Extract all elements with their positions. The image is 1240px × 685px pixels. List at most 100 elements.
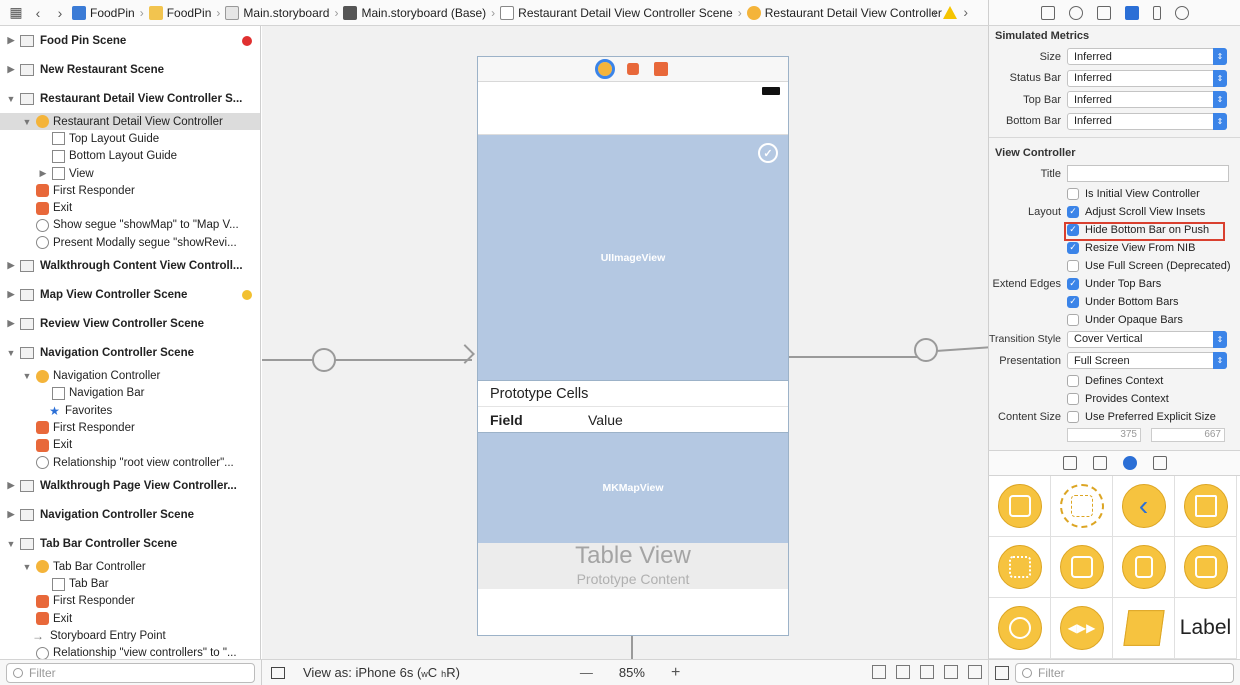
metric-select[interactable]: Inferred⇕ xyxy=(1067,112,1227,130)
disclosure-triangle-icon[interactable]: ▼ xyxy=(22,116,32,127)
pin-icon[interactable] xyxy=(944,665,958,679)
attributes-inspector-icon[interactable] xyxy=(1124,5,1139,20)
metric-select[interactable]: Inferred⇕ xyxy=(1067,91,1227,109)
relationship-segue-icon[interactable] xyxy=(312,348,336,372)
exit-icon[interactable] xyxy=(654,62,668,76)
map-view[interactable]: MKMapView xyxy=(478,433,788,543)
outline-scene-row[interactable]: ▶Food Pin Scene xyxy=(0,26,260,55)
view-controller-icon[interactable] xyxy=(595,59,615,79)
grid-icon[interactable]: ▦ xyxy=(9,4,23,20)
resize-nib-checkbox[interactable]: ✓ xyxy=(1067,241,1079,254)
outline-item-row[interactable]: ▶View xyxy=(0,165,260,182)
library-item-avkit-player[interactable]: ◀▶▶ xyxy=(1051,598,1113,659)
outline-item-row[interactable]: Exit xyxy=(0,437,260,454)
zoom-level[interactable]: 85% xyxy=(618,665,645,680)
disclosure-triangle-icon[interactable]: ▶ xyxy=(7,289,15,300)
outline-item-row[interactable]: Navigation Bar xyxy=(0,385,260,402)
library-item-view-controller[interactable] xyxy=(989,476,1051,537)
outline-item-row[interactable]: Relationship "view controllers" to "... xyxy=(0,645,260,659)
library-item-navigation-controller[interactable]: ‹ xyxy=(1113,476,1175,537)
is-initial-checkbox[interactable] xyxy=(1067,187,1079,200)
show-segue-icon[interactable] xyxy=(914,338,938,362)
outline-scene-row[interactable]: ▼Restaurant Detail View Controller S... xyxy=(0,84,260,113)
disclosure-triangle-icon[interactable]: ▶ xyxy=(7,480,15,491)
disclosure-triangle-icon[interactable]: ▶ xyxy=(7,318,15,329)
back-chevron-icon[interactable]: ‹ xyxy=(35,4,41,21)
file-inspector-icon[interactable] xyxy=(1040,5,1055,20)
embed-stack-icon[interactable] xyxy=(872,665,886,679)
outline-scene-row[interactable]: ▼Tab Bar Controller Scene xyxy=(0,529,260,558)
library-item-split-view-controller[interactable] xyxy=(1113,537,1175,598)
outline-item-row[interactable]: ▼Tab Bar Controller xyxy=(0,558,260,575)
title-input[interactable] xyxy=(1067,165,1229,183)
adjust-insets-checkbox[interactable]: ✓ xyxy=(1067,205,1079,218)
library-item-glkit-view-controller[interactable] xyxy=(989,598,1051,659)
under-opaque-checkbox[interactable] xyxy=(1067,313,1079,326)
disclosure-triangle-icon[interactable]: ▼ xyxy=(6,538,16,549)
metric-select[interactable]: Inferred⇕ xyxy=(1067,69,1227,87)
outline-item-row[interactable]: ▼Navigation Controller xyxy=(0,367,260,384)
outline-item-row[interactable]: Top Layout Guide xyxy=(0,130,260,147)
width-field[interactable]: 375 xyxy=(1067,427,1141,442)
outline-filter-input[interactable]: Filter xyxy=(6,663,255,683)
table-view[interactable]: Table View Prototype Content xyxy=(478,543,788,589)
warning-icon[interactable] xyxy=(943,5,958,19)
outline-item-row[interactable]: ▼Restaurant Detail View Controller xyxy=(0,113,260,131)
outline-scene-row[interactable]: ▶Map View Controller Scene xyxy=(0,280,260,309)
outline-scene-row[interactable]: ▶Walkthrough Page View Controller... xyxy=(0,471,260,500)
outline-item-row[interactable]: Exit xyxy=(0,199,260,216)
image-view[interactable]: UIImageView ✓ xyxy=(478,135,788,381)
stack-icon[interactable] xyxy=(896,665,910,679)
breadcrumb-storyboard-base[interactable]: Main.storyboard (Base) xyxy=(343,5,486,20)
issue-back-icon[interactable]: ‹ xyxy=(932,4,938,20)
disclosure-triangle-icon[interactable]: ▶ xyxy=(7,35,15,45)
outline-item-row[interactable]: →Storyboard Entry Point xyxy=(0,627,260,644)
size-inspector-icon[interactable] xyxy=(1152,5,1161,20)
object-library-icon[interactable] xyxy=(1122,456,1137,470)
outline-scene-row[interactable]: ▶Walkthrough Content View Controll... xyxy=(0,251,260,280)
provides-context-checkbox[interactable] xyxy=(1067,392,1079,405)
outline-scene-row[interactable]: ▼Navigation Controller Scene xyxy=(0,338,260,367)
library-item-object[interactable] xyxy=(1113,598,1175,659)
defines-context-checkbox[interactable] xyxy=(1067,374,1079,387)
transition-style-select[interactable]: Cover Vertical⇕ xyxy=(1067,330,1227,348)
breadcrumb-scene[interactable]: Restaurant Detail View Controller Scene xyxy=(500,5,733,20)
toggle-outline-icon[interactable] xyxy=(271,666,285,679)
disclosure-triangle-icon[interactable]: ▼ xyxy=(22,561,32,572)
code-snippet-icon[interactable] xyxy=(1092,456,1107,470)
outline-item-row[interactable]: First Responder xyxy=(0,419,260,436)
resolve-issues-icon[interactable] xyxy=(968,665,982,679)
outline-item-row[interactable]: Bottom Layout Guide xyxy=(0,148,260,165)
disclosure-triangle-icon[interactable]: ▼ xyxy=(6,93,16,104)
media-library-icon[interactable] xyxy=(1152,456,1167,470)
hide-bottom-bar-checkbox[interactable]: ✓ xyxy=(1067,223,1079,236)
connections-inspector-icon[interactable] xyxy=(1174,5,1189,20)
outline-item-row[interactable]: Relationship "root view controller"... xyxy=(0,454,260,471)
disclosure-triangle-icon[interactable]: ▼ xyxy=(6,347,16,358)
outline-scene-row[interactable]: ▶New Restaurant Scene xyxy=(0,55,260,84)
under-top-checkbox[interactable]: ✓ xyxy=(1067,277,1079,290)
prototype-cell[interactable]: Field Value xyxy=(478,407,788,433)
library-item-tab-bar-controller[interactable] xyxy=(1051,537,1113,598)
first-responder-icon[interactable] xyxy=(627,63,639,75)
outline-item-row[interactable]: Present Modally segue "showRevi... xyxy=(0,234,260,251)
outline-item-row[interactable]: ★Favorites xyxy=(0,402,260,419)
issue-forward-icon[interactable]: › xyxy=(963,4,968,20)
outline-item-row[interactable]: First Responder xyxy=(0,593,260,610)
library-item-table-view-controller[interactable] xyxy=(1175,476,1237,537)
disclosure-triangle-icon[interactable]: ▶ xyxy=(7,64,15,74)
disclosure-triangle-icon[interactable]: ▼ xyxy=(22,371,32,382)
align-icon[interactable] xyxy=(920,665,934,679)
library-item-label[interactable]: Label xyxy=(1175,598,1237,659)
disclosure-triangle-icon[interactable]: ▶ xyxy=(7,509,15,520)
outline-scene-row[interactable]: ▶Review View Controller Scene xyxy=(0,309,260,338)
breadcrumb-project[interactable]: FoodPin xyxy=(72,5,135,20)
storyboard-canvas[interactable]: UIImageView ✓ Prototype Cells Field Valu… xyxy=(262,26,988,659)
forward-chevron-icon[interactable]: › xyxy=(57,4,63,21)
breadcrumb-folder[interactable]: FoodPin xyxy=(148,5,211,20)
zoom-in-button[interactable]: + xyxy=(670,663,681,681)
identity-inspector-icon[interactable] xyxy=(1096,5,1111,20)
outline-item-row[interactable]: Tab Bar xyxy=(0,575,260,592)
zoom-out-button[interactable]: — xyxy=(579,665,593,680)
quick-help-icon[interactable] xyxy=(1068,5,1083,20)
